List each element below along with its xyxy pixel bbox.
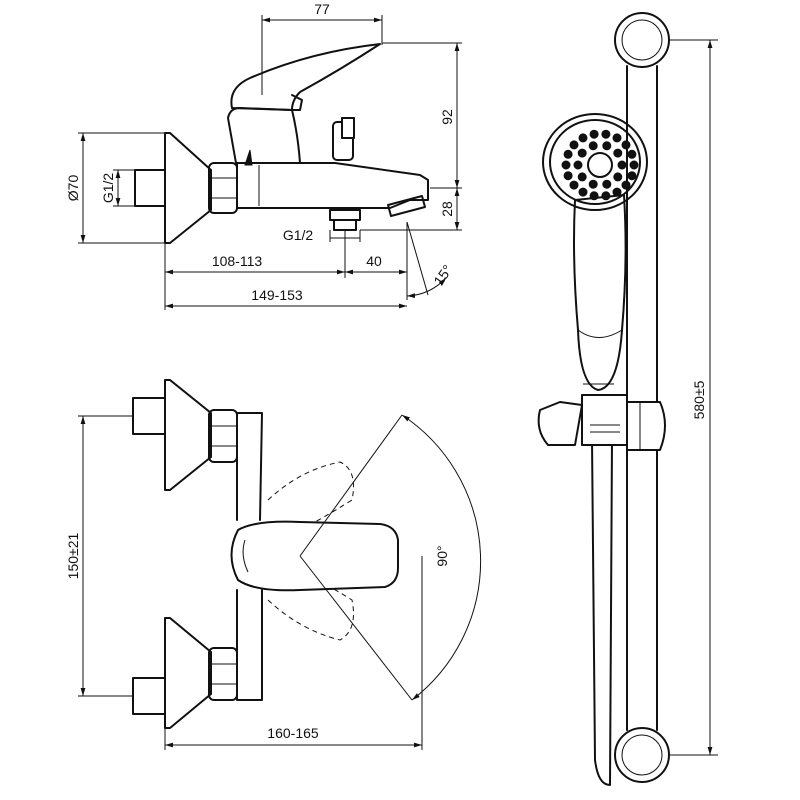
lever-handle-front bbox=[230, 520, 399, 592]
slider-bracket bbox=[581, 394, 628, 446]
nozzle bbox=[612, 187, 622, 197]
dim-outlet-to-spout: 40 bbox=[366, 253, 382, 269]
nozzle bbox=[577, 148, 587, 158]
dim-inlet-thread: G1/2 bbox=[100, 173, 116, 204]
nozzle bbox=[573, 160, 583, 170]
nozzle bbox=[588, 141, 598, 151]
upper-hex-nut bbox=[208, 409, 238, 463]
dim-outlet-thread: G1/2 bbox=[283, 227, 314, 243]
nozzle bbox=[578, 133, 588, 143]
lever-alt-lower bbox=[267, 571, 354, 641]
inlet-pipe bbox=[134, 169, 166, 207]
lever-alt-upper bbox=[267, 461, 354, 531]
slider-holder bbox=[537, 401, 583, 446]
shower-handle bbox=[573, 194, 627, 391]
mixer-body-front bbox=[236, 412, 263, 701]
shower-head bbox=[542, 113, 648, 211]
nozzle bbox=[563, 171, 573, 181]
nozzle bbox=[577, 172, 587, 182]
nozzle bbox=[627, 171, 637, 181]
wall-flange bbox=[164, 132, 212, 244]
nozzle bbox=[588, 179, 598, 189]
nozzle bbox=[602, 179, 612, 189]
dim-spout-angle: 15° bbox=[430, 262, 455, 289]
front-view-dimensions: 150±21 160-165 90° bbox=[65, 414, 482, 750]
nozzle bbox=[613, 172, 623, 182]
lower-hex-nut bbox=[208, 647, 238, 701]
nozzle bbox=[561, 160, 571, 170]
shower-head-center bbox=[587, 152, 613, 178]
shower-rail bbox=[537, 12, 670, 786]
nozzle bbox=[589, 129, 599, 139]
nozzle bbox=[612, 133, 622, 143]
dim-overall-width: 160-165 bbox=[267, 725, 319, 741]
dim-rail-length: 580±5 bbox=[691, 380, 707, 419]
rail-dimensions: 580±5 bbox=[670, 39, 718, 756]
bottom-wall-bracket bbox=[614, 727, 670, 783]
nozzle bbox=[563, 149, 573, 159]
upper-inlet-pipe bbox=[132, 397, 166, 435]
nozzle bbox=[617, 160, 627, 170]
nozzle bbox=[621, 180, 631, 190]
nozzle bbox=[601, 129, 611, 139]
nozzle bbox=[613, 148, 623, 158]
dim-body-diameter: Ø70 bbox=[65, 175, 81, 202]
hex-nut bbox=[208, 162, 238, 214]
nozzle bbox=[629, 160, 639, 170]
nozzle bbox=[569, 140, 579, 150]
top-wall-bracket bbox=[614, 12, 670, 68]
nozzle bbox=[601, 191, 611, 201]
dim-lever-rotation: 90° bbox=[434, 545, 450, 566]
dim-spout-height: 92 bbox=[439, 109, 455, 125]
nozzle bbox=[589, 191, 599, 201]
shower-hose bbox=[591, 439, 613, 786]
dim-spout-drop: 28 bbox=[439, 201, 455, 217]
spout-aerator bbox=[387, 195, 426, 217]
side-view-dimensions: 77 92 28 Ø70 G1/2 G1/2 108-113 40 bbox=[65, 1, 462, 310]
shower-outlet bbox=[329, 209, 361, 221]
nozzle bbox=[627, 149, 637, 159]
nozzle bbox=[569, 180, 579, 190]
front-view bbox=[132, 379, 399, 729]
slider-clamp bbox=[626, 401, 666, 451]
dim-wall-to-spout: 149-153 bbox=[251, 287, 303, 303]
mixer-body bbox=[236, 162, 429, 209]
dim-centre-distance: 150±21 bbox=[65, 532, 81, 579]
nozzle bbox=[578, 187, 588, 197]
dim-lever-offset: 77 bbox=[314, 1, 330, 17]
lower-inlet-pipe bbox=[132, 677, 166, 715]
nozzle bbox=[602, 141, 612, 151]
cartridge-housing bbox=[227, 107, 301, 164]
nozzle bbox=[621, 140, 631, 150]
dim-wall-to-outlet: 108-113 bbox=[212, 253, 263, 269]
side-view bbox=[134, 43, 429, 244]
upper-flange bbox=[164, 379, 212, 491]
lower-flange bbox=[164, 617, 212, 729]
lever-handle bbox=[230, 43, 381, 111]
spray-nozzles bbox=[561, 129, 639, 201]
